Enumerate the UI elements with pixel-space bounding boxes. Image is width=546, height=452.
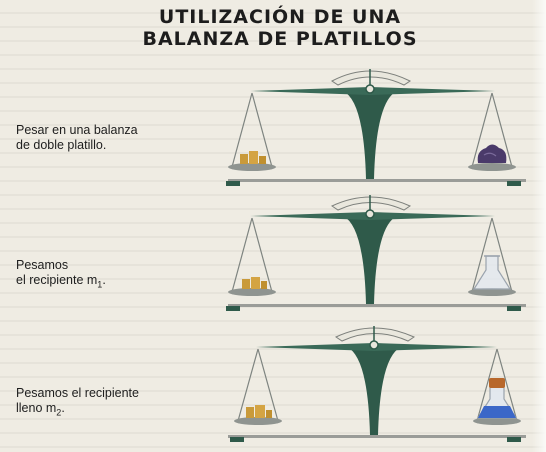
balance-illustration-1: [226, 69, 526, 186]
weight-icon: [261, 281, 267, 289]
title-line-1: UTILIZACIÓN DE UNA: [158, 6, 402, 28]
balance-illustration-3: [228, 326, 526, 442]
step-3-line-1: Pesamos el recipiente: [16, 386, 139, 400]
right-pan: [468, 288, 516, 296]
weight-icon: [249, 151, 258, 164]
beam-pivot: [365, 84, 375, 94]
right-hanger: [476, 348, 518, 422]
base-bar: [228, 179, 526, 182]
weight-icon: [251, 277, 260, 289]
weight-icon: [242, 279, 250, 289]
object-highlight: [483, 152, 497, 157]
left-hanger: [231, 92, 273, 168]
step-1-line-1: Pesar en una balanza: [16, 123, 138, 137]
right-pan: [473, 417, 521, 425]
title-line-2: BALANZA DE PLATILLOS: [142, 28, 418, 50]
step-2-subscript: 1: [97, 279, 103, 290]
beam-pivot: [365, 209, 375, 219]
left-pan: [228, 288, 276, 296]
left-hanger: [237, 348, 279, 422]
base-bar: [228, 304, 526, 307]
flask-liquid: [478, 406, 516, 418]
balance-pillar: [343, 91, 397, 179]
balance-scene-2: [0, 190, 546, 340]
left-pan: [234, 417, 282, 425]
step-1-line-2: de doble platillo.: [16, 138, 107, 152]
cork-icon: [489, 378, 505, 388]
base-foot-right: [507, 306, 521, 311]
base-foot-right: [507, 437, 521, 442]
weight-icon: [255, 405, 265, 418]
empty-flask-icon: [472, 255, 512, 290]
left-hanger: [231, 217, 273, 293]
weight-icon: [259, 156, 266, 164]
right-hanger: [471, 92, 513, 168]
base-foot-left: [226, 306, 240, 311]
step-3-subscript: 2: [56, 407, 62, 418]
step-3-text: lleno m: [16, 401, 57, 415]
step-2-line-1: Pesamos: [16, 258, 69, 272]
balance-illustration-2: [226, 195, 526, 311]
base-foot-right: [507, 181, 521, 186]
step-2-text: el recipiente m: [16, 273, 98, 287]
step-3-suffix: .: [61, 401, 65, 415]
scale-dial: [334, 327, 416, 342]
scale-dial: [331, 70, 411, 86]
balance-scene-3: [0, 317, 546, 452]
right-hanger: [471, 217, 513, 293]
weight-icon: [266, 410, 272, 418]
step-3-line-2: lleno m2.: [16, 401, 139, 421]
step-3-label: Pesamos el recipiente lleno m2.: [16, 386, 139, 421]
scale-dial: [330, 196, 412, 211]
weight-icon: [240, 154, 248, 164]
beam-pivot: [369, 340, 379, 350]
step-1-label: Pesar en una balanza de doble platillo.: [16, 123, 138, 153]
base-foot-left: [226, 181, 240, 186]
page-title: UTILIZACIÓN DE UNA BALANZA DE PLATILLOS: [70, 6, 490, 50]
base-foot-left: [230, 437, 244, 442]
step-2-label: Pesamos el recipiente m1.: [16, 258, 106, 293]
balance-pillar: [343, 216, 397, 304]
page-edge: [532, 0, 546, 452]
base-bar: [228, 435, 526, 438]
step-2-suffix: .: [102, 273, 106, 287]
step-2-line-2: el recipiente m1.: [16, 273, 106, 293]
weight-icon: [246, 407, 254, 418]
right-pan: [468, 163, 516, 171]
balance-pillar: [347, 347, 401, 435]
balance-scene-1: [0, 55, 546, 205]
left-pan: [228, 163, 276, 171]
